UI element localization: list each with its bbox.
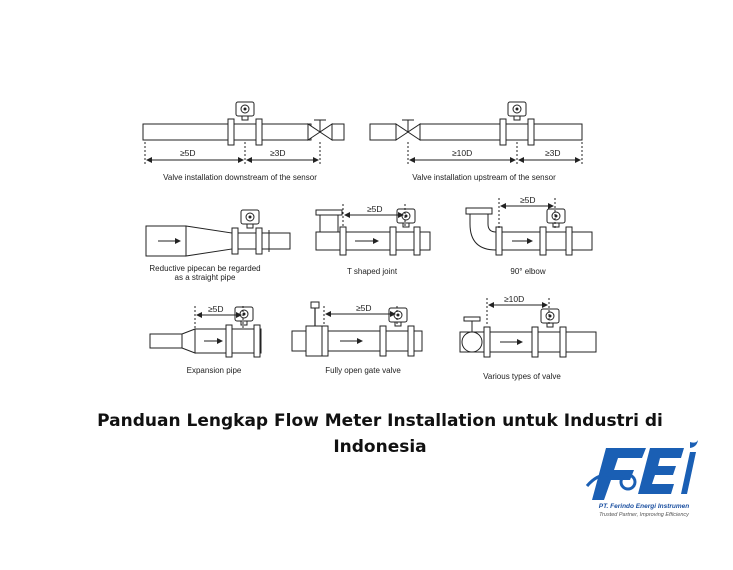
caption-t-joint: T shaped joint xyxy=(347,267,398,276)
caption-expansion-pipe: Expansion pipe xyxy=(187,366,242,375)
fei-logo xyxy=(585,440,698,500)
dim-label: ≥5D xyxy=(180,148,196,158)
diagram-valve-downstream: ≥5D ≥3D Valve installation downstream of… xyxy=(142,101,345,182)
diagram-reductive-pipe: Reductive pipecan be regarded as a strai… xyxy=(145,209,291,282)
diagram-various-valves: ≥10D Various types of valve xyxy=(459,294,597,381)
diagram-valve-upstream: ≥10D ≥3D Valve installation upstream of … xyxy=(369,101,583,182)
caption-valve-upstream: Valve installation upstream of the senso… xyxy=(412,173,556,182)
caption-elbow: 90° elbow xyxy=(510,267,545,276)
logo-tagline: Trusted Partner, Improving Efficiency xyxy=(599,512,689,518)
logo-company-name: PT. Ferindo Energi Instrumen xyxy=(598,503,690,510)
dim-label: ≥5D xyxy=(520,195,536,205)
diagram-expansion-pipe: ≥5D Expansion pipe xyxy=(149,304,262,375)
diagram-gate-valve: ≥5D Fully open gate valve xyxy=(291,301,423,375)
caption-reductive-line2: as a straight pipe xyxy=(175,273,236,282)
dim-label: ≥10D xyxy=(452,148,472,158)
caption-gate-valve: Fully open gate valve xyxy=(325,366,401,375)
dim-label: ≥3D xyxy=(270,148,286,158)
caption-valve-downstream: Valve installation downstream of the sen… xyxy=(163,173,317,182)
dim-label: ≥5D xyxy=(356,303,372,313)
dim-label: ≥3D xyxy=(545,148,561,158)
diagram-t-joint: ≥5D T shaped joint xyxy=(315,204,431,276)
caption-reductive-line1: Reductive pipecan be regarded xyxy=(149,264,260,273)
diagram-elbow: ≥5D 90° elbow xyxy=(465,195,593,276)
dim-label: ≥10D xyxy=(504,294,524,304)
caption-various-valves: Various types of valve xyxy=(483,372,561,381)
dim-label: ≥5D xyxy=(208,304,224,314)
page-headline: Panduan Lengkap Flow Meter Installation … xyxy=(97,411,663,457)
dim-label: ≥5D xyxy=(367,204,383,214)
